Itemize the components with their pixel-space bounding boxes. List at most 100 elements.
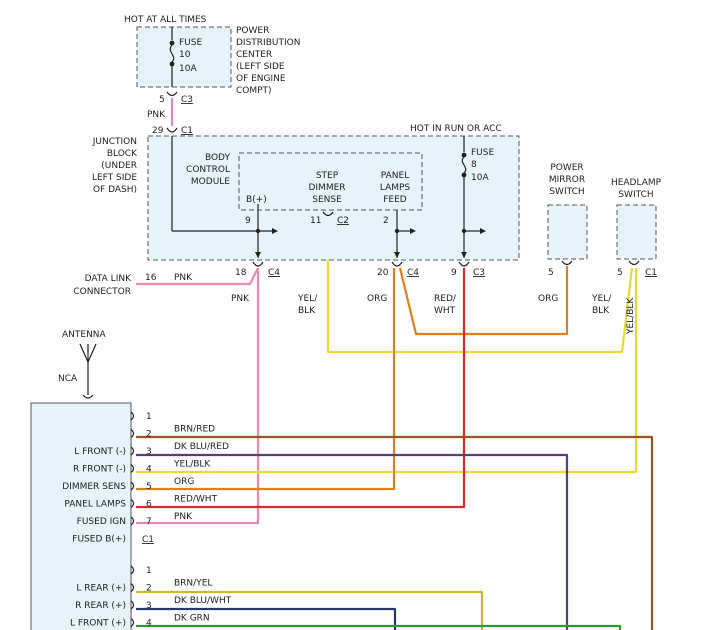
wire-org-dimmer-sens <box>136 268 396 491</box>
bcm-b-plus: B(+) <box>246 195 267 205</box>
pdc-wire-label: PNK <box>147 110 166 120</box>
pdc-connector: C3 <box>181 95 193 105</box>
radio-c1-pin-row: 1 <box>130 411 152 422</box>
radio-c1-pin-name: L FRONT (-) <box>74 447 126 457</box>
radio-c1-pin-number: 6 <box>146 500 152 510</box>
svg-text:OF ENGINE: OF ENGINE <box>236 74 286 84</box>
radio-c1-pin-row: FUSED B(+) <box>72 535 126 545</box>
radio-c1-pin-number: 5 <box>146 482 152 492</box>
radio-c1-pin-number: 2 <box>146 430 152 440</box>
svg-text:OF DASH): OF DASH) <box>93 185 137 195</box>
radio-c1-pin-name: FUSED IGN <box>77 517 126 527</box>
svg-text:PANEL: PANEL <box>381 171 409 181</box>
wire-dk-blu-wht <box>136 607 397 630</box>
radio-c1-pin-number: 7 <box>146 517 152 527</box>
data-link-label: DATA LINK CONNECTOR <box>73 274 132 297</box>
svg-text:BLOCK: BLOCK <box>107 149 138 159</box>
radio-c1-wire-label: BRN/RED <box>174 425 215 435</box>
label-yel-blk-vertical: YEL/BLK <box>626 297 636 335</box>
radio-c2-pin-row: 2 L REAR (+) BRN/YEL <box>76 579 212 594</box>
pdc-hot-label: HOT AT ALL TIMES <box>124 15 207 25</box>
svg-text:BLK: BLK <box>298 306 316 316</box>
headlamp-switch-box <box>616 204 657 260</box>
svg-text:8: 8 <box>471 160 477 170</box>
wire-red-wht <box>136 268 466 509</box>
pdc-terminal <box>166 91 178 97</box>
radio-c2-pin-row: 4L FRONT (+)DK GRN <box>70 614 210 629</box>
radio-c1-pin-number: 3 <box>146 447 152 457</box>
svg-text:SWITCH: SWITCH <box>549 187 584 197</box>
antenna-nca: NCA <box>58 374 78 384</box>
radio-c2-wire-label: BRN/YEL <box>174 579 212 589</box>
jb-title: JUNCTION BLOCK (UNDER LEFT SIDE OF DASH) <box>92 137 138 195</box>
jb-c3-terminal <box>458 261 470 267</box>
label-yel-blk-headlamp: YEL/ BLK <box>591 294 612 316</box>
radio-c1-wire-label: DK BLU/RED <box>174 442 229 452</box>
pdc-pin: 5 <box>159 95 165 105</box>
svg-text:WHT: WHT <box>434 306 456 316</box>
bcm-step-connector: C2 <box>337 216 349 226</box>
radio-c1-pin-row: 2 BRN/RED <box>130 425 215 440</box>
radio-box <box>30 402 132 630</box>
radio-c1-wire-label: RED/WHT <box>174 495 218 505</box>
jb-input-connector: C1 <box>181 126 193 136</box>
radio-c1-connector: 1 2 BRN/RED 3 L FRONT (-) DK BLU/RED 4 R FRONT … <box>62 411 229 545</box>
wire-pnk-fused-b <box>136 268 260 525</box>
junction-block-box <box>147 135 520 261</box>
radio-c1-pin-name: R FRONT (-) <box>73 465 126 475</box>
svg-text:(LEFT SIDE: (LEFT SIDE <box>236 62 285 72</box>
radio-c1-pin-name: DIMMER SENS <box>62 482 126 492</box>
svg-text:DISTRIBUTION: DISTRIBUTION <box>236 38 300 48</box>
svg-text:CONTROL: CONTROL <box>186 165 230 175</box>
label-red-wht: RED/ WHT <box>434 294 457 316</box>
svg-text:10: 10 <box>179 50 191 60</box>
svg-text:FEED: FEED <box>383 195 407 205</box>
mirror-switch-box <box>547 204 588 260</box>
pdc-fuse-10: FUSE 10 10A <box>169 27 202 87</box>
jb-c4-b: C4 <box>407 268 419 278</box>
wire-org-mirror <box>398 266 569 336</box>
radio-c2-pin-row: 3R REAR (+)DK BLU/WHT <box>75 596 232 611</box>
pdc-box <box>136 26 232 88</box>
jb-input-pin: 29 <box>152 126 164 136</box>
svg-text:(UNDER: (UNDER <box>101 161 137 171</box>
data-link-pin: 16 <box>145 273 157 283</box>
radio-c2-pin-name: L FRONT (+) <box>70 619 126 629</box>
svg-text:POWER: POWER <box>550 163 583 173</box>
svg-text:YEL/: YEL/ <box>297 294 318 304</box>
svg-text:CENTER: CENTER <box>236 50 272 60</box>
label-org-mirror: ORG <box>538 294 558 304</box>
radio-c1-pin-row: 4 R FRONT (-) YEL/BLK <box>73 460 211 475</box>
jb-panel-bus <box>394 210 416 258</box>
radio-c1-label: C1 <box>142 535 154 545</box>
wire-dk-grn <box>136 624 622 630</box>
jb-c4-a: C4 <box>268 268 280 278</box>
svg-text:BLK: BLK <box>592 306 610 316</box>
svg-text:COMPT): COMPT) <box>236 86 272 96</box>
svg-text:YEL/: YEL/ <box>591 294 612 304</box>
radio-c2-pin-name: L REAR (+) <box>76 584 126 594</box>
radio-c2-pin-row: 1 <box>130 565 152 576</box>
radio-c1-pin-name: FUSED B(+) <box>72 535 126 545</box>
bcm-title: BODY CONTROL MODULE <box>186 153 230 187</box>
svg-text:CONNECTOR: CONNECTOR <box>73 287 131 297</box>
headlamp-switch-connector: C1 <box>645 268 657 278</box>
radio-c1-wire-label: ORG <box>174 477 194 487</box>
svg-text:LEFT SIDE: LEFT SIDE <box>92 173 137 183</box>
wire-yel-blk-dimmer <box>326 218 634 354</box>
wire-yel-blk-to-radio <box>136 268 638 474</box>
svg-text:FUSE: FUSE <box>471 148 494 158</box>
headlamp-switch-terminal <box>628 260 640 266</box>
radio-c1-wire-label: YEL/BLK <box>173 460 211 470</box>
radio-c1-pin-name: PANEL LAMPS <box>64 500 126 510</box>
svg-text:DIMMER: DIMMER <box>308 183 345 193</box>
jb-pin-20: 20 <box>377 268 389 278</box>
svg-text:SENSE: SENSE <box>312 195 342 205</box>
antenna-icon <box>79 343 97 399</box>
svg-text:10A: 10A <box>471 173 489 183</box>
headlamp-switch-title: HEADLAMP SWITCH <box>611 178 662 200</box>
radio-c2-pin-number: 3 <box>146 601 152 611</box>
bcm-step-terminal <box>322 211 334 217</box>
radio-c2-pin-number: 2 <box>146 584 152 594</box>
radio-c1-pin-number: 4 <box>146 465 152 475</box>
